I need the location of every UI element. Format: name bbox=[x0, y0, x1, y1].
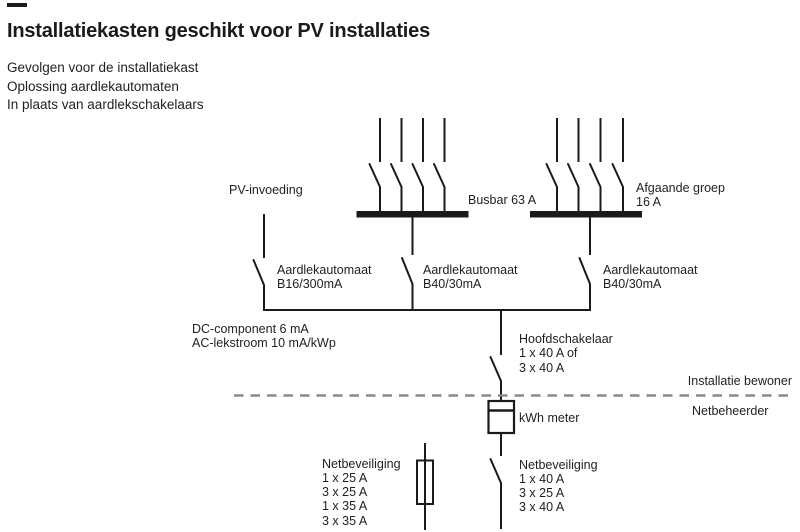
label-outgoing-group: Afgaande groep 16 A bbox=[636, 180, 725, 209]
grid-protection-fuse-symbol bbox=[416, 443, 434, 530]
page-title: Installatiekasten geschikt voor PV insta… bbox=[7, 20, 430, 42]
pv-branch-breaker-symbol bbox=[252, 214, 265, 311]
label-busbar: Busbar 63 A bbox=[468, 192, 537, 207]
main-switch-symbol bbox=[489, 310, 502, 401]
label-main-switch: Hoofdschakelaar 1 x 40 A of 3 x 40 A bbox=[519, 331, 613, 375]
outgoing-branch-breaker-symbol bbox=[578, 217, 591, 311]
label-dc-note: DC-component 6 mA AC-lekstroom 10 mA/kWp bbox=[192, 321, 336, 350]
label-rcbo-outgoing: Aardlekautomaat B40/30mA bbox=[603, 263, 698, 291]
busbar-left-breaker-group bbox=[356, 118, 469, 218]
subtitle-line: Oplossing aardlekautomaten bbox=[7, 78, 179, 94]
subtitle-line: Gevolgen voor de installatiekast bbox=[7, 60, 199, 75]
busbar-left bbox=[356, 211, 469, 218]
kwh-meter-symbol bbox=[487, 399, 516, 435]
subtitle-line: In plaats van aardlekschakelaars bbox=[7, 97, 204, 112]
busbar-branch-breaker-symbol bbox=[401, 217, 414, 311]
label-pv-input: PV-invoeding bbox=[229, 182, 303, 197]
busbar-right bbox=[530, 211, 642, 218]
subtitle: Gevolgen voor de installatiekast Oplossi… bbox=[7, 59, 204, 115]
label-rcbo-busbar: Aardlekautomaat B40/30mA bbox=[423, 263, 518, 291]
title-dash bbox=[7, 3, 27, 7]
label-grid-protection-fuse: Netbeveiliging 1 x 25 A 3 x 25 A 1 x 35 … bbox=[322, 456, 401, 528]
label-boundary-bottom: Netbeheerder bbox=[692, 403, 769, 418]
label-rcbo-pv: Aardlekautomaat B16/300mA bbox=[277, 263, 372, 291]
label-grid-protection-switch: Netbeveiliging 1 x 40 A 3 x 25 A 3 x 40 … bbox=[519, 457, 598, 515]
busbar-right-breaker-group bbox=[530, 118, 642, 218]
grid-protection-switch-symbol bbox=[489, 433, 502, 529]
label-kwh-meter: kWh meter bbox=[519, 410, 580, 425]
label-boundary-top: Installatie bewoner bbox=[687, 373, 792, 388]
